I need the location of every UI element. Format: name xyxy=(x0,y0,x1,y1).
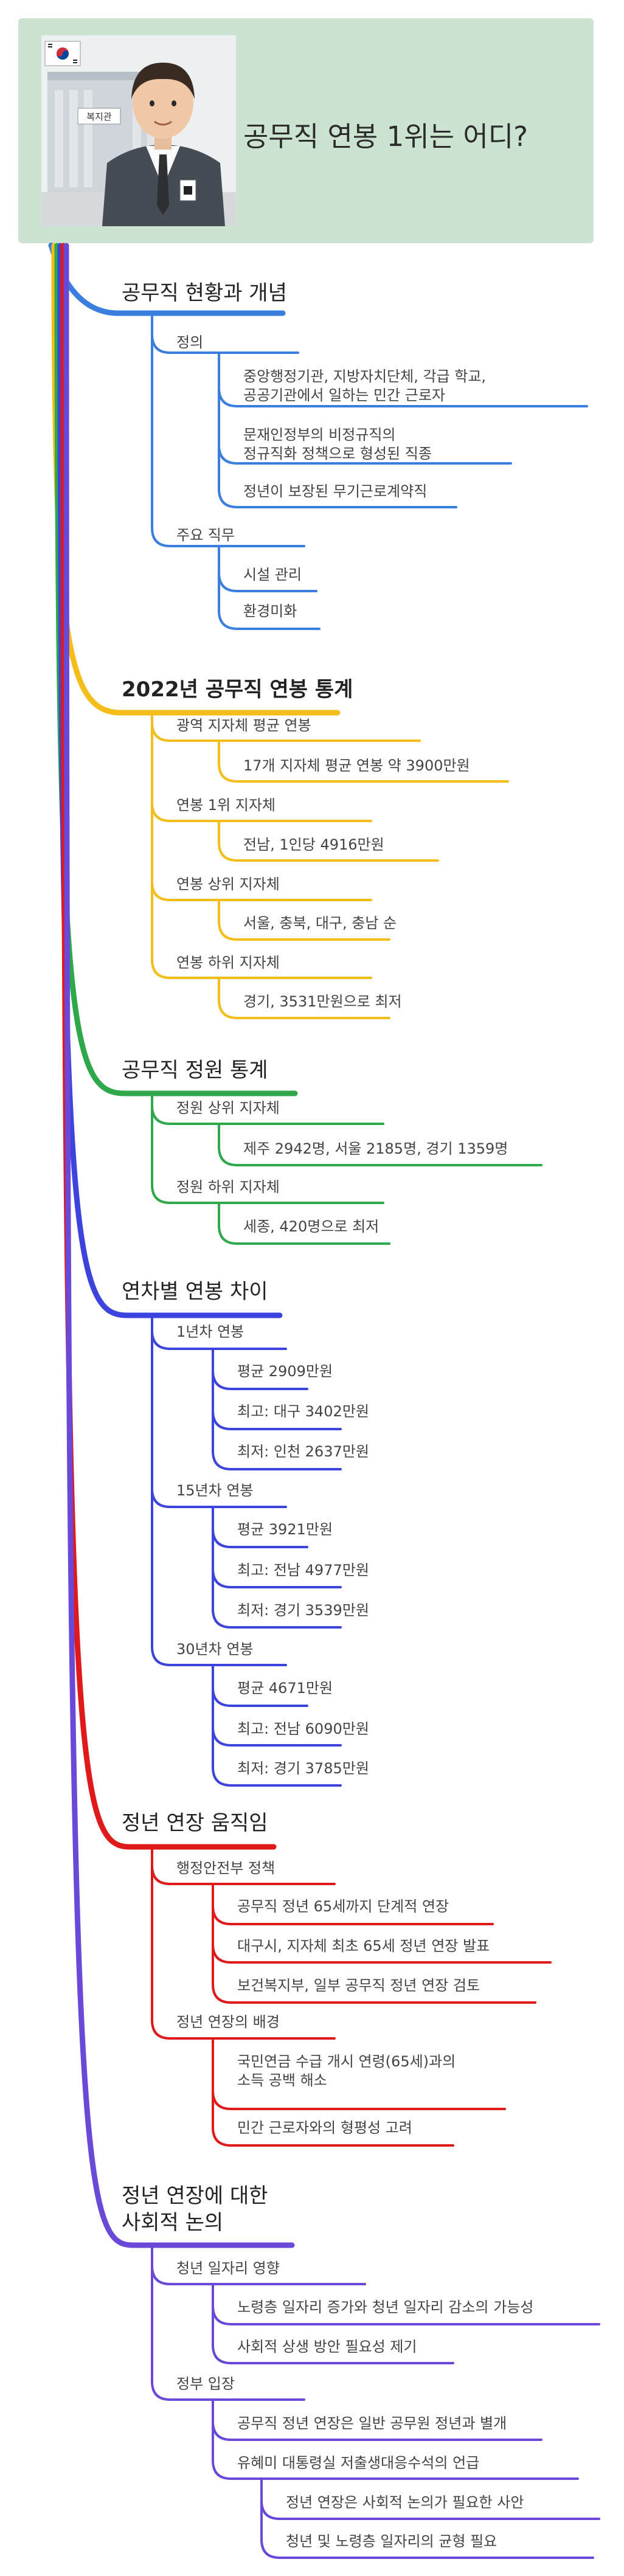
topic-s3: 공무직 정원 통계 xyxy=(122,1058,268,1082)
leaf-s3-0-0: 제주 2942명, 서울 2185명, 경기 1359명 xyxy=(243,1140,508,1157)
topic-s2: 2022년 공무직 연봉 통계 xyxy=(122,677,353,702)
leaf-s4-2-1: 최고: 전남 6090만원 xyxy=(237,1720,369,1737)
leaf-branch-s5-0-2 xyxy=(212,1883,536,2004)
sub-branch-s2-3 xyxy=(151,712,372,979)
subtopic-s4-0: 1년차 연봉 xyxy=(176,1323,244,1340)
person-avatar xyxy=(102,63,225,226)
subtopic-s2-3: 연봉 하위 지자체 xyxy=(176,954,280,971)
subtopic-s3-0: 정원 상위 지자체 xyxy=(176,1099,280,1117)
leaf-branch-s4-0-2 xyxy=(212,1348,342,1470)
subtopic-s5-1: 정년 연장의 배경 xyxy=(176,2013,280,2031)
leaf-s5-0-2: 보건복지부, 일부 공무직 정년 연장 검토 xyxy=(237,1977,480,1994)
sub-branch-s4-2 xyxy=(151,1314,287,1666)
leaf-s4-2-2: 최저: 경기 3785만원 xyxy=(237,1760,369,1777)
leaf-s4-0-0: 평균 2909만원 xyxy=(237,1363,333,1380)
leaf-branch-s2-1-0 xyxy=(218,820,439,862)
leaf-s2-3-0: 경기, 3531만원으로 최저 xyxy=(243,993,402,1010)
leaf-branch-s1-0-2 xyxy=(218,351,457,508)
leaf-branch-s3-0-0 xyxy=(218,1123,543,1166)
civil-servant-illustration: 복지관 xyxy=(41,35,236,226)
sub-branch-s1-1 xyxy=(151,312,305,547)
leaf-branch-s5-1-1 xyxy=(212,2037,454,2147)
sub-branch-s3-1 xyxy=(151,1092,384,1204)
subtopic-s2-1: 연봉 1위 지자체 xyxy=(176,797,276,814)
leaf-s1-1-1: 환경미화 xyxy=(243,603,297,620)
subtopic-s4-2: 30년차 연봉 xyxy=(176,1641,254,1658)
leaf-s4-0-2: 최저: 인천 2637만원 xyxy=(237,1443,369,1460)
topic-s1: 공무직 현황과 개념 xyxy=(122,281,287,305)
leaf-s6-0-1: 사회적 상생 방안 필요성 제기 xyxy=(237,2338,417,2355)
subtopic-s6-1: 정부 입장 xyxy=(176,2375,235,2392)
grand-branch-s6-1-1-1 xyxy=(260,2477,594,2559)
building-sign: 복지관 xyxy=(86,111,112,122)
leaf-branch-s2-3-0 xyxy=(218,977,390,1019)
subtopic-s1-1: 주요 직무 xyxy=(176,527,235,544)
leaf-branch-s6-1-1 xyxy=(212,2398,579,2480)
sub-branch-s5-1 xyxy=(151,1846,336,2040)
leaf-branch-s1-1-1 xyxy=(218,545,321,630)
leaf-s4-1-1: 최고: 전남 4977만원 xyxy=(237,1562,369,1579)
leaf-s5-0-0: 공무직 정년 65세까지 단계적 연장 xyxy=(237,1898,449,1915)
leaf-s1-0-0: 중앙행정기관, 지방자치단체, 각급 학교, 공공기관에서 일하는 민간 근로자 xyxy=(243,368,487,404)
leaf-branch-s2-0-0 xyxy=(218,739,509,783)
subtopic-s1-0: 정의 xyxy=(176,334,204,351)
subtopic-s6-0: 청년 일자리 영향 xyxy=(176,2260,280,2277)
sub-branch-s6-1 xyxy=(151,2244,305,2401)
sub-branch-s1-0 xyxy=(151,312,299,354)
leaf-s6-0-0: 노령층 일자리 증가와 청년 일자리 감소의 가능성 xyxy=(237,2299,534,2316)
subtopic-s2-0: 광역 지자체 평균 연봉 xyxy=(176,717,311,734)
leaf-branch-s3-1-0 xyxy=(218,1202,390,1245)
leaf-s5-0-1: 대구시, 지자체 최초 65세 정년 연장 발표 xyxy=(237,1937,490,1955)
leaf-s4-1-2: 최저: 경기 3539만원 xyxy=(237,1602,369,1619)
korean-flag-icon xyxy=(44,41,81,66)
leaf-s5-1-1: 민간 근로자와의 형평성 고려 xyxy=(237,2119,412,2136)
leaf-branch-s4-2-2 xyxy=(212,1664,342,1787)
leaf-s4-1-0: 평균 3921만원 xyxy=(237,1521,333,1538)
grand-leaf-s6-1-1-0: 정년 연장은 사회적 논의가 필요한 사안 xyxy=(286,2494,524,2511)
subtopic-s3-1: 정원 하위 지자체 xyxy=(176,1179,280,1196)
leaf-branch-s2-2-0 xyxy=(218,899,390,941)
leaf-s2-0-0: 17개 지자체 평균 연봉 약 3900만원 xyxy=(243,757,470,774)
leaf-s4-0-1: 최고: 대구 3402만원 xyxy=(237,1403,369,1420)
leaf-branch-s4-1-2 xyxy=(212,1506,342,1629)
leaf-s1-0-2: 정년이 보장된 무기근로계약직 xyxy=(243,483,428,500)
leaf-s6-1-0: 공무직 정년 연장은 일반 공무원 정년과 별개 xyxy=(237,2415,507,2432)
leaf-s1-1-0: 시설 관리 xyxy=(243,566,302,583)
header-panel: 복지관 공무직 연봉 1위는 어디? xyxy=(18,18,594,243)
leaf-s5-1-0: 국민연금 수급 개시 연령(65세)과의 소득 공백 해소 xyxy=(237,2053,456,2090)
leaf-s6-1-1: 유혜미 대통령실 저출생대응수석의 언급 xyxy=(237,2454,480,2471)
subtopic-s5-0: 행정안전부 정책 xyxy=(176,1860,276,1877)
topic-s6: 정년 연장에 대한 사회적 논의 xyxy=(122,2184,268,2235)
leaf-branch-s6-0-1 xyxy=(212,2283,454,2364)
leaf-s1-0-1: 문재인정부의 비정규직의 정규직화 정책으로 형성된 직종 xyxy=(243,426,432,463)
topic-s4: 연차별 연봉 차이 xyxy=(122,1279,268,1304)
branch-s6 xyxy=(63,243,295,2248)
grand-leaf-s6-1-1-1: 청년 및 노령층 일자리의 균형 필요 xyxy=(286,2533,497,2550)
subtopic-s2-2: 연봉 상위 지자체 xyxy=(176,876,280,893)
page-title: 공무직 연봉 1위는 어디? xyxy=(243,120,529,153)
leaf-s2-1-0: 전남, 1인당 4916만원 xyxy=(243,836,384,853)
topic-s5: 정년 연장 움직임 xyxy=(122,1811,268,1835)
leaf-s4-2-0: 평균 4671만원 xyxy=(237,1680,333,1697)
leaf-s3-1-0: 세종, 420명으로 최저 xyxy=(243,1218,380,1235)
leaf-s2-2-0: 서울, 충북, 대구, 충남 순 xyxy=(243,915,397,932)
subtopic-s4-1: 15년차 연봉 xyxy=(176,1482,254,1499)
